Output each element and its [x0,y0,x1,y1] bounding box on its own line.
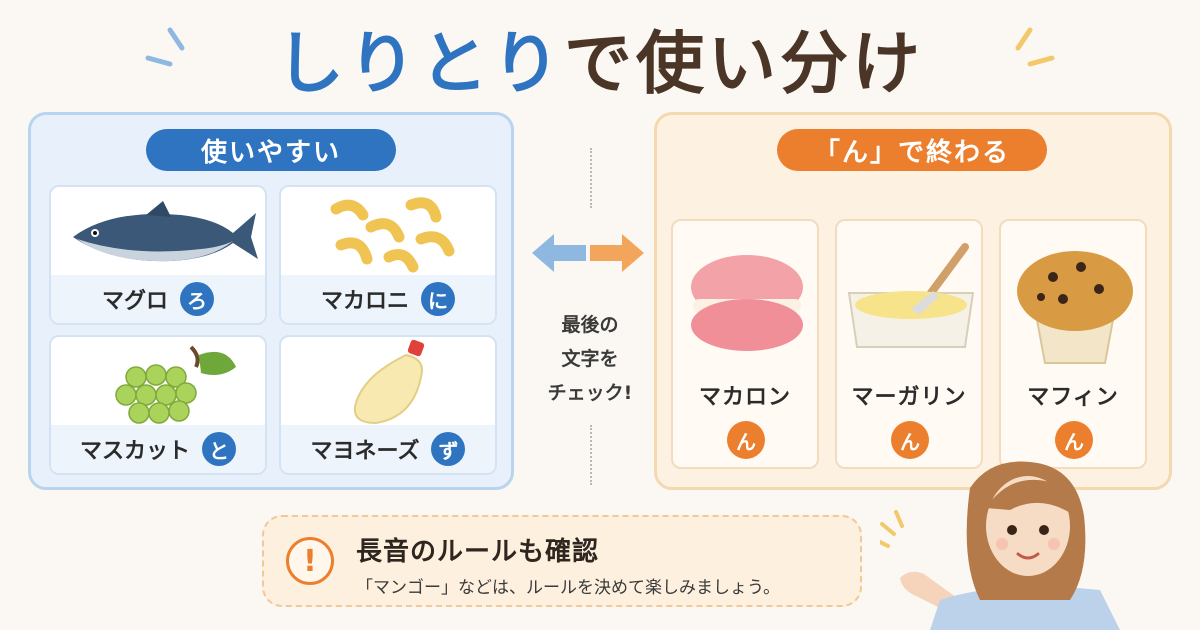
note-text: 「マンゴー」などは、ルールを決めて楽しみましょう。 [356,578,780,598]
margarine-icon [847,243,975,348]
page-title: しりとり で使い分け [0,10,1200,105]
tuna-fish-icon [73,201,258,262]
mid-text-line: 最後の [561,314,619,336]
last-char-badge: ず [431,432,466,466]
word-label-row: マカロニ に [281,275,495,323]
word-text: マーガリン [851,385,967,410]
word-text: マカロニ [320,289,409,314]
word-text: マグロ [101,289,168,314]
last-char-badge: ん [891,421,929,459]
check-last-char-text: 最後の 文字を チェック! [535,308,645,410]
woman-pointing-illustration [880,461,1120,630]
exclamation-icon: ! [286,537,334,585]
double-arrow-icon [532,234,644,272]
mid-text-line: チェック! [547,382,633,404]
last-char-badge: ん [1055,421,1093,459]
last-char-badge: ろ [180,282,214,316]
word-label-row: マスカット と [51,425,265,473]
long-vowel-note: ! 長音のルールも確認 「マンゴー」などは、ルールを決めて楽しみましょう。 [262,515,862,607]
word-text: マスカット [79,439,190,464]
easy-words-heading: 使いやすい [146,129,396,171]
last-char-badge: に [421,282,455,316]
word-card-makaron: マカロン ん [671,219,819,469]
divider-top [590,148,592,208]
word-card-mayoneezu: マヨネーズ ず [279,335,497,475]
ends-with-n-panel: 「ん」で終わる マカロン ん マーガリン ん マフィン ん [654,112,1172,490]
last-char-badge: ん [727,421,765,459]
word-text: マヨネーズ [310,439,420,464]
mid-text-line: 文字を [561,348,619,370]
word-card-mafin: マフィン ん [999,219,1147,469]
word-label-row: マヨネーズ ず [281,425,495,473]
grapes-icon [115,345,236,424]
note-title: 長音のルールも確認 [356,537,600,567]
word-label-row: マグロ ろ [51,275,265,323]
macaroni-icon [330,197,455,273]
word-card-maagarin: マーガリン ん [835,219,983,469]
easy-words-panel: 使いやすい マグロ ろ マカロニ に [28,112,514,490]
ends-with-n-heading: 「ん」で終わる [777,129,1047,171]
sparkle-left-icon [145,27,185,67]
muffin-icon [1017,251,1133,364]
divider-bottom [590,425,592,485]
last-char-badge: と [202,432,236,466]
word-text: マカロン [698,385,791,410]
word-text: マフィン [1027,385,1119,410]
title-tsukaiwake: で使い分け [564,25,925,104]
word-card-masukatto: マスカット と [49,335,267,475]
title-shiritori: しりとり [275,25,564,104]
word-card-maguro: マグロ ろ [49,185,267,325]
sparkle-right-icon [1015,27,1055,67]
macaron-icon [691,255,803,351]
word-card-makaroni: マカロニ に [279,185,497,325]
mayonnaise-icon [353,339,425,425]
